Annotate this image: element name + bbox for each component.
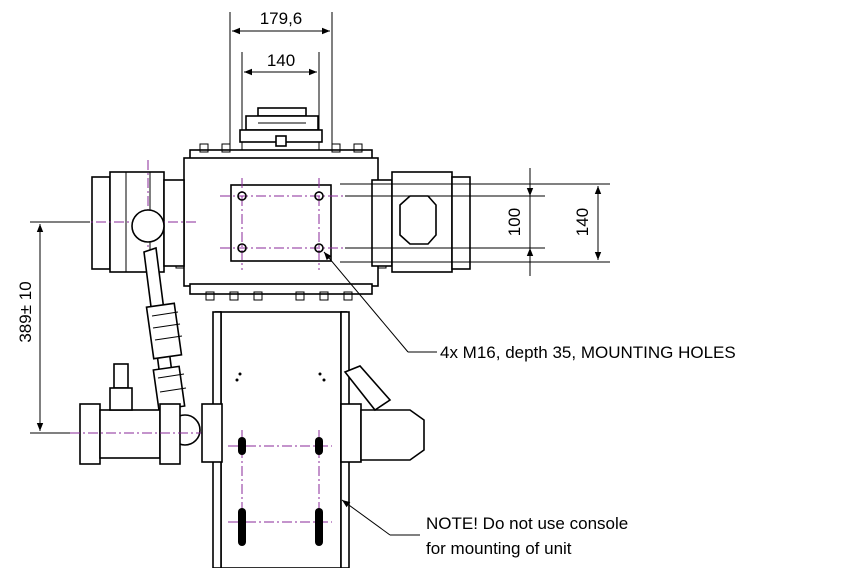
note-mounting-holes: 4x M16, depth 35, MOUNTING HOLES bbox=[440, 343, 736, 362]
mounting-hole-top-left bbox=[237, 191, 247, 201]
right-pipe-fitting bbox=[371, 171, 471, 273]
dimension-overall-width: 179,6 bbox=[229, 9, 333, 160]
mounting-holes bbox=[220, 178, 345, 270]
dimension-389-label: 389± 10 bbox=[16, 281, 35, 342]
valve-body bbox=[175, 143, 387, 301]
dimension-140-vertical-label: 140 bbox=[573, 208, 592, 236]
leader-console-note: NOTE! Do not use console for mounting of… bbox=[341, 499, 628, 558]
dimension-vertical-right: 100 140 bbox=[340, 168, 610, 276]
dimension-height: 389± 10 bbox=[16, 221, 90, 434]
ball-valve-left bbox=[70, 363, 215, 465]
mounting-hole-bottom-left bbox=[237, 243, 247, 253]
flexible-hose bbox=[131, 209, 201, 446]
dimension-140-horizontal-label: 140 bbox=[267, 51, 295, 70]
top-actuator bbox=[239, 107, 323, 147]
mounting-hole-bottom-right bbox=[314, 243, 324, 253]
leader-mounting-holes: 4x M16, depth 35, MOUNTING HOLES bbox=[323, 251, 736, 362]
console-side-flanges bbox=[201, 365, 425, 463]
dimension-100-label: 100 bbox=[505, 208, 524, 236]
mounting-hole-top-right bbox=[314, 191, 324, 201]
note-console-line2: for mounting of unit bbox=[426, 539, 572, 558]
console bbox=[212, 311, 350, 568]
dimension-179-6-label: 179,6 bbox=[260, 9, 303, 28]
note-console-line1: NOTE! Do not use console bbox=[426, 514, 628, 533]
